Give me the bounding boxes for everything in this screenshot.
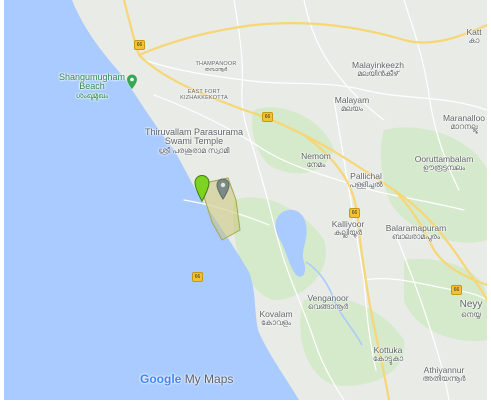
- google-my-maps-logo[interactable]: Google My Maps: [140, 372, 233, 386]
- place-name-ml: ഊരൂട്ടമ്പലം: [422, 162, 466, 172]
- green-areas: [202, 107, 487, 386]
- place-name-ml: വെങ്ങാനൂർ: [307, 301, 349, 311]
- place-name: EAST FORT: [187, 89, 221, 95]
- place-name-ml: മലയിൻകീഴ്: [357, 68, 399, 78]
- place-name: Ooruttambalam: [414, 154, 474, 164]
- place-name: Thiruvallam Parasurama: [144, 127, 244, 137]
- place-label-katt[interactable]: Katt കാ: [466, 28, 481, 45]
- place-name-line2: Swami Temple: [164, 136, 224, 147]
- place-name-ml: മാറനല്ലൂ: [450, 121, 478, 131]
- route-shield: 66: [192, 272, 203, 282]
- place-name-ml: ബാലരാമപുരം: [391, 231, 441, 241]
- place-name-ml: പള്ളിച്ചൽ: [349, 179, 383, 189]
- location-pin-icon[interactable]: [216, 178, 230, 200]
- place-name-ml: അതിയന്നൂർ: [422, 373, 466, 383]
- place-name-ml: കോവളം: [260, 317, 292, 327]
- place-name-ml: ശംഖുമുഖം: [75, 90, 109, 100]
- place-name-ml: തമ്പാനൂർ: [204, 66, 228, 73]
- place-name: Kottuka: [373, 345, 403, 355]
- place-name-ml: കാ: [468, 35, 480, 45]
- brand-product: My Maps: [184, 372, 234, 386]
- place-label-malayinkeezh[interactable]: Malayinkeezh മലയിൻകീഴ്: [352, 61, 404, 78]
- brand-google: Google: [140, 372, 182, 386]
- place-name: Nemom: [301, 151, 331, 161]
- place-label-nemom[interactable]: Nemom നേമം: [301, 152, 331, 169]
- place-label-pallichal[interactable]: Pallichal പള്ളിച്ചൽ: [349, 172, 382, 189]
- inland-lake: [275, 209, 307, 277]
- place-name-ml: നേമം: [306, 159, 326, 169]
- place-name: THAMPANOOR: [195, 61, 237, 67]
- major-roads: [122, 0, 487, 400]
- place-label-east-fort[interactable]: EAST FORT KIZHAKKEKOTTA: [180, 89, 228, 102]
- route-shield: 66: [262, 112, 273, 122]
- place-name: Balaramapuram: [385, 223, 447, 233]
- place-label-kovalam[interactable]: Kovalam കോവളം: [259, 310, 292, 327]
- place-name: Malayinkeezh: [352, 60, 404, 70]
- minor-roads: [143, 0, 487, 400]
- place-name-ml: മലയം: [341, 103, 363, 113]
- route-shield: 66: [349, 208, 360, 218]
- place-name: Shangumugham Beach: [58, 72, 126, 92]
- selected-location-pin-icon[interactable]: [194, 174, 210, 202]
- place-name: Pallichal: [350, 171, 382, 181]
- place-name: Athiyannur: [423, 365, 465, 375]
- place-name: Malayam: [334, 95, 370, 105]
- place-label-venganoor[interactable]: Venganoor വെങ്ങാനൂർ: [307, 294, 348, 311]
- place-name-alt: KIZHAKKEKOTTA: [180, 94, 228, 101]
- place-name: Venganoor: [307, 293, 349, 303]
- place-label-temple[interactable]: Thiruvallam Parasurama Swami Temple ശ്രീ…: [144, 127, 244, 155]
- route-shield: 66: [451, 285, 462, 295]
- place-name-ml: നെയ്യ: [461, 309, 481, 319]
- route-shield: 66: [134, 40, 145, 50]
- place-label-kottukal[interactable]: Kottuka കോട്ടുകാ: [373, 346, 403, 363]
- place-label-athiyannur[interactable]: Athiyannur അതിയന്നൂർ: [423, 366, 466, 383]
- place-name: Kalliyoor: [331, 219, 365, 229]
- place-name-ml: കോട്ടുകാ: [372, 353, 404, 363]
- place-label-neyy[interactable]: Neyy നെയ്യ: [459, 299, 483, 319]
- highlighted-area[interactable]: [199, 177, 241, 241]
- place-label-malayam[interactable]: Malayam മലയം: [335, 96, 369, 113]
- beach-place-pin-icon[interactable]: [126, 74, 138, 90]
- place-label-maranalloor[interactable]: Maranalloo മാറനല്ലൂ: [443, 114, 485, 131]
- place-name: Kovalam: [259, 309, 293, 319]
- sea: [4, 0, 299, 400]
- place-label-balaramapuram[interactable]: Balaramapuram ബാലരാമപുരം: [386, 224, 446, 241]
- river: [305, 261, 363, 346]
- map-base-layer: [4, 0, 487, 400]
- place-label-shangumugham[interactable]: Shangumugham Beach ശംഖുമുഖം: [56, 72, 128, 100]
- place-name-ml: കല്ലിയൂർ: [333, 227, 363, 237]
- place-name: Katt: [466, 27, 482, 37]
- place-label-ooruttambalam[interactable]: Ooruttambalam ഊരൂട്ടമ്പലം: [415, 155, 474, 172]
- place-name: Neyy: [459, 299, 483, 310]
- place-label-kalliyoor[interactable]: Kalliyoor കല്ലിയൂർ: [332, 220, 365, 237]
- place-label-thampanoor[interactable]: THAMPANOOR തമ്പാനൂർ: [195, 61, 237, 73]
- place-name-ml: ശ്രീ പരശുരാമ സ്വാമി: [158, 145, 230, 155]
- place-name: Maranalloo: [442, 113, 486, 123]
- map-canvas[interactable]: 66 66 66 66 66 Shangumugham Beach ശംഖുമു…: [4, 0, 487, 400]
